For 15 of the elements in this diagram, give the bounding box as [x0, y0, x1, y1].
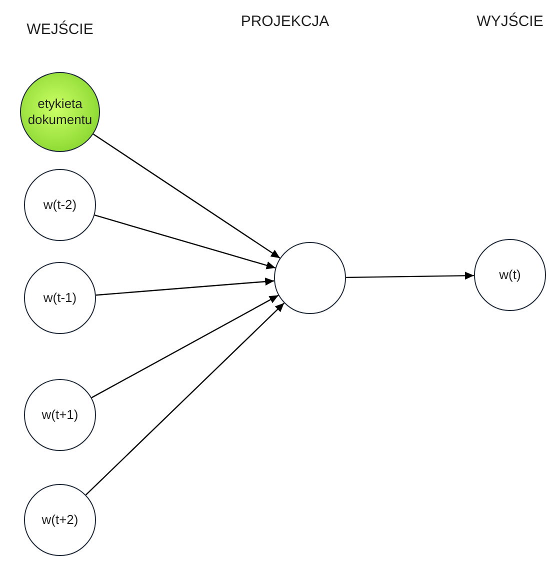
arrow — [85, 302, 285, 496]
node-label: w(t-2) — [42, 196, 78, 214]
arrow — [93, 134, 280, 259]
arrow — [91, 294, 279, 398]
column-heading: PROJEKCJA — [240, 12, 330, 32]
arrow — [96, 278, 274, 296]
node-label: w(t+2) — [40, 512, 80, 528]
column-heading: WEJŚCIE — [26, 20, 94, 40]
node-label: w(t) — [498, 266, 522, 284]
arrow — [346, 272, 474, 280]
node-label: etykieta dokumentu — [26, 96, 94, 128]
node-label: w(t-1) — [42, 290, 78, 306]
column-heading: WYJŚCIE — [476, 12, 544, 32]
node-label: w(t+1) — [40, 406, 80, 424]
arrow — [94, 214, 276, 270]
